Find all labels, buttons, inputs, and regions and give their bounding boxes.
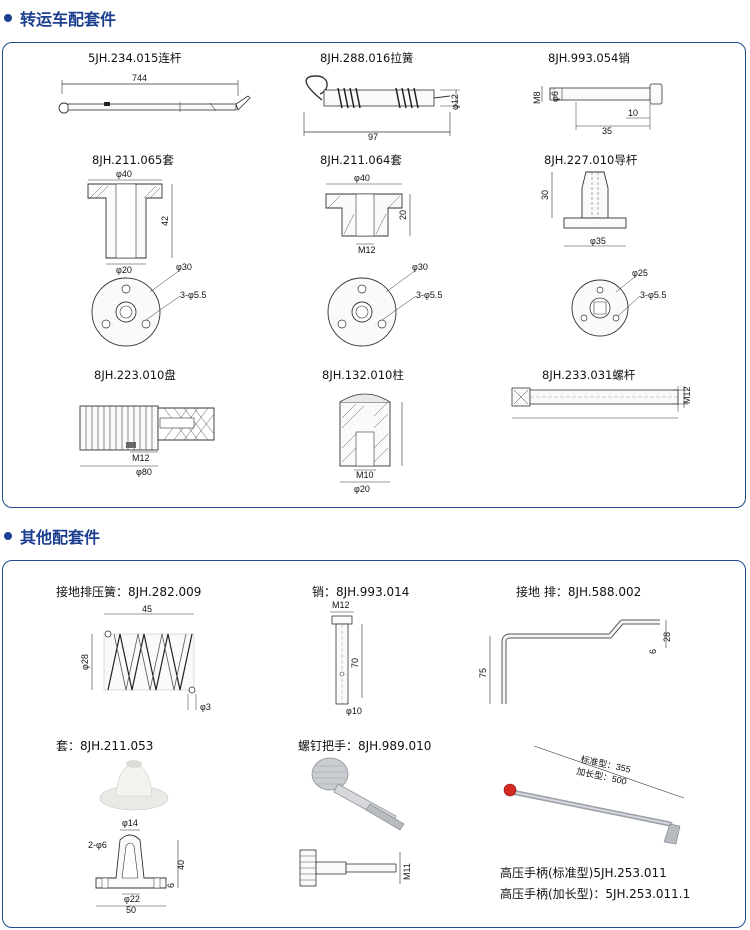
part-label: 8JH.132.010柱 (322, 368, 404, 382)
ground-bar-drawing: 75 28 6 (478, 619, 672, 704)
section-header-other: 其他配套件 (0, 524, 100, 548)
dim-diameter: φ6 (550, 91, 560, 102)
disc-drawing: M12 φ80 (79, 405, 215, 477)
dim-bore: φ20 (116, 265, 132, 275)
dim-thread: M12 (332, 600, 350, 610)
sleeve-flange-view: φ30 3-φ5.5 (91, 262, 206, 347)
dim-head: 10 (628, 108, 638, 118)
dim-thickness: 6 (648, 649, 658, 654)
dim-pitch: φ30 (412, 262, 428, 272)
part-label: 套：8JH.211.053 (56, 739, 154, 753)
compression-spring-drawing: 45 φ28 φ3 (80, 604, 211, 712)
dim-base: 50 (126, 905, 136, 915)
dim-height: 42 (160, 216, 170, 226)
dim-diameter: φ12 (450, 94, 460, 110)
dim-thread: M12 (682, 386, 692, 404)
part-label: 8JH.993.054销 (548, 51, 630, 65)
sleeve-drawing: φ40 42 φ20 (87, 169, 173, 275)
tension-spring-drawing: 97 φ12 (303, 75, 460, 142)
sleeve-flange-view: φ30 3-φ5.5 (327, 262, 442, 347)
dim-diameter: φ20 (354, 484, 370, 494)
guide-rod-base-view: φ25 3-φ5.5 (571, 268, 666, 337)
dim-bore: φ22 (124, 894, 140, 904)
part-label: 8JH.233.031螺杆 (542, 368, 636, 382)
handle-caption: 高压手柄(标准型)5JH.253.011 (500, 866, 667, 880)
part-label: 5JH.234.015连杆 (88, 51, 182, 65)
dim-holes: 2-φ6 (88, 840, 107, 850)
guide-rod-drawing: 30 φ35 (540, 171, 627, 247)
dim-thread: M12 (132, 453, 150, 463)
dim-thread: M10 (356, 470, 374, 480)
dim-thread: M11 (402, 863, 412, 880)
dim-top: φ14 (122, 818, 138, 828)
dim-holes: 3-φ5.5 (640, 290, 666, 300)
dim-length: 45 (142, 604, 152, 614)
part-label: 螺钉把手：8JH.989.010 (298, 739, 432, 753)
dim-diameter: φ80 (136, 467, 152, 477)
part-label: 8JH.211.065套 (92, 153, 174, 167)
pin-drawing: M12 70 φ10 (330, 600, 363, 716)
dim-wire: φ3 (200, 702, 211, 712)
sleeve-drawing: φ40 20 M12 (325, 173, 411, 255)
screw-rod-drawing: M12 (511, 386, 692, 419)
dim-length: 70 (350, 658, 360, 668)
part-label: 销：8JH.993.014 (312, 585, 410, 599)
connecting-rod-drawing: 744 (58, 73, 251, 114)
part-label: 8JH.211.064套 (320, 153, 402, 167)
dim-thread: M8 (532, 91, 542, 104)
bullet-icon (4, 14, 12, 22)
dim-pitch: φ25 (632, 268, 648, 278)
dim-holes: 3-φ5.5 (416, 290, 442, 300)
dim-length: 97 (368, 132, 378, 142)
dim-offset: 28 (662, 632, 672, 642)
section-title: 转运车配套件 (20, 10, 117, 29)
dim-flange: φ40 (354, 173, 370, 183)
dim-pitch: φ30 (176, 262, 192, 272)
thumb-screw-drawing: M11 (299, 849, 412, 887)
dim-diameter: φ10 (346, 706, 362, 716)
section-header-transfer: 转运车配套件 (0, 6, 116, 30)
part-label: 接地 排：8JH.588.002 (516, 585, 642, 599)
dim-thickness: 6 (166, 883, 176, 888)
part-label: 接地排压簧：8JH.282.009 (56, 585, 202, 599)
high-voltage-handle-drawing: 标准型：355 加长型：500 (503, 745, 685, 845)
handle-caption: 高压手柄(加长型)：5JH.253.011.1 (500, 887, 691, 901)
dim-base: φ35 (590, 236, 606, 246)
dim-height: 40 (176, 860, 186, 870)
part-label: 8JH.288.016拉簧 (320, 51, 414, 65)
part-label: 8JH.223.010盘 (94, 368, 176, 382)
part-label: 8JH.227.010导杆 (544, 153, 638, 167)
section-title: 其他配套件 (20, 528, 101, 547)
cap-sleeve-photo (99, 760, 169, 811)
column-drawing: M10 φ20 (339, 393, 403, 494)
dim-diameter: φ28 (80, 654, 90, 670)
dim-holes: 3-φ5.5 (180, 290, 206, 300)
dim-length: 35 (602, 126, 612, 136)
pin-drawing: M8 φ6 35 10 (532, 83, 663, 136)
dim-height: 75 (478, 668, 488, 678)
cap-sleeve-drawing: φ14 2-φ6 40 6 φ22 50 (88, 818, 186, 915)
dim-thread: M12 (358, 245, 376, 255)
dim-length: 744 (132, 73, 147, 83)
dim-height: 30 (540, 190, 550, 200)
dim-height: 20 (398, 210, 408, 220)
dim-flange: φ40 (116, 169, 132, 179)
thumb-screw-photo (311, 757, 405, 831)
bullet-icon (4, 532, 12, 540)
